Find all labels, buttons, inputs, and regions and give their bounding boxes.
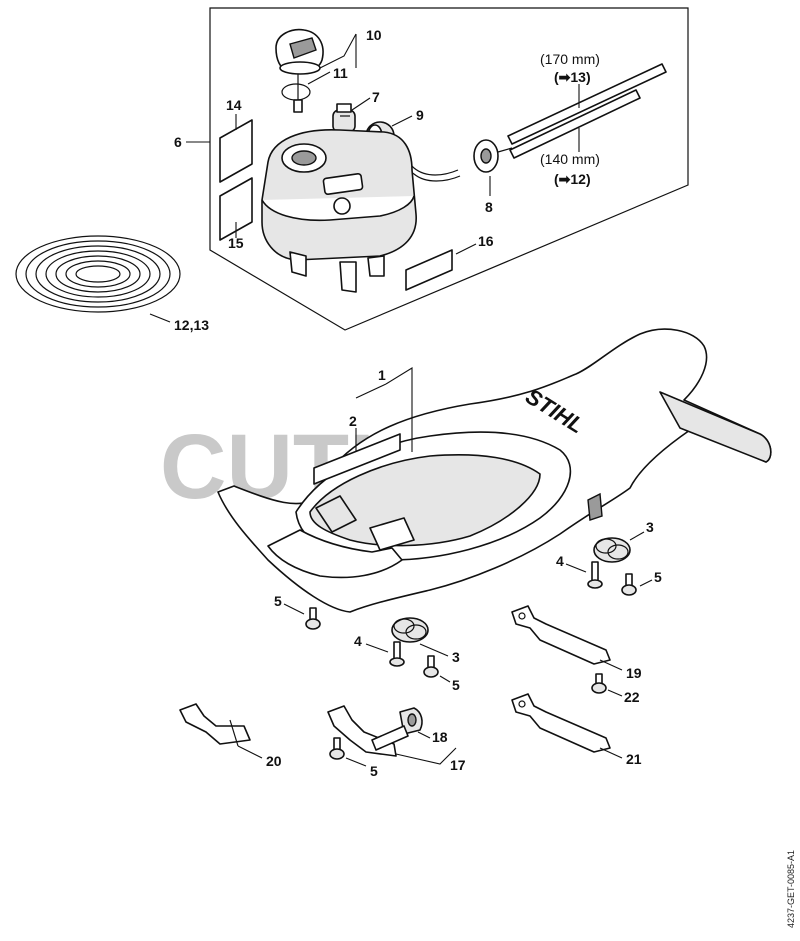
leader-3b: [419, 643, 449, 657]
screw5-part-lower: [423, 655, 439, 678]
callout-9: 9: [416, 107, 424, 123]
callout-6: 6: [174, 134, 182, 150]
hose-long-length: (170 mm): [540, 51, 600, 67]
leader-11: [307, 71, 331, 85]
leader-4a: [565, 563, 587, 573]
leader-12-13: [149, 313, 171, 323]
callout-11: 11: [333, 65, 348, 81]
callout-2: 2: [349, 413, 357, 429]
callout-3b: 3: [452, 649, 460, 665]
leader-22: [607, 689, 623, 697]
leader-16: [455, 243, 477, 255]
callout-19: 19: [626, 665, 642, 681]
document-id: 4237-GET-0085-A1: [786, 850, 796, 928]
callout-22: 22: [624, 689, 640, 705]
leader-7: [351, 97, 371, 111]
bracket-17-part: [327, 705, 423, 757]
callout-8: 8: [485, 199, 493, 215]
callout-12-13: 12,13: [174, 317, 209, 333]
spring-part-upper: [593, 537, 631, 563]
leader-10: [319, 33, 357, 69]
hose-short-length: (140 mm): [540, 151, 600, 167]
callout-5d: 5: [370, 763, 378, 779]
label-15-part: [219, 177, 253, 241]
fuel-tank-assembly-frame: [209, 7, 689, 331]
callout-10: 10: [366, 27, 382, 43]
leader-5d: [345, 757, 367, 767]
hose-long-ref: (➡13): [554, 69, 591, 85]
leader-20: [237, 745, 263, 759]
leader-5c: [439, 675, 451, 683]
callout-1: 1: [378, 367, 386, 383]
leader-19: [599, 659, 623, 671]
leader-21: [599, 747, 623, 759]
screw-22-part: [591, 673, 607, 694]
leader-9: [391, 115, 413, 127]
callout-4a: 4: [556, 553, 564, 569]
hose-short-ref: (➡12): [554, 171, 591, 187]
callout-5b: 5: [274, 593, 282, 609]
leader-5a: [639, 579, 653, 587]
leader-4b: [365, 643, 389, 653]
callout-21: 21: [626, 751, 642, 767]
clip-20-part: [179, 703, 251, 747]
bracket-19-part: [511, 605, 611, 665]
screw5-part-left: [305, 607, 321, 630]
callout-16: 16: [478, 233, 494, 249]
callout-3a: 3: [646, 519, 654, 535]
leader-17: [395, 747, 457, 765]
label-16-part: [405, 249, 453, 291]
callout-5c: 5: [452, 677, 460, 693]
callout-4b: 4: [354, 633, 362, 649]
screw-part-upper: [587, 561, 603, 589]
fuel-hoses-part: [507, 63, 667, 159]
callout-14: 14: [226, 97, 242, 113]
callout-7: 7: [372, 89, 380, 105]
spiral-hose-part: [15, 235, 181, 313]
callout-20: 20: [266, 753, 282, 769]
leader-1b: [355, 383, 387, 399]
screw-part-lower: [389, 641, 405, 667]
tank-valve-part: [332, 103, 356, 133]
spring-part-lower: [391, 617, 429, 643]
screw5-part-upper-right: [621, 573, 637, 596]
leader-3a: [629, 531, 645, 541]
grommet-part: [473, 139, 513, 173]
bracket-21-part: [511, 693, 611, 753]
leader-1: [385, 367, 413, 452]
leader-5b: [283, 603, 305, 615]
screw5-part-bottom: [329, 737, 345, 760]
callout-15: 15: [228, 235, 244, 251]
label-2-part: [313, 433, 401, 485]
fuel-tank-part: [261, 129, 417, 293]
leader-18: [417, 731, 431, 739]
housing-part: [217, 328, 772, 613]
callout-5a: 5: [654, 569, 662, 585]
o-ring-part: [281, 83, 311, 101]
callout-18: 18: [432, 729, 448, 745]
callout-17: 17: [450, 757, 466, 773]
label-14-part: [219, 119, 253, 183]
